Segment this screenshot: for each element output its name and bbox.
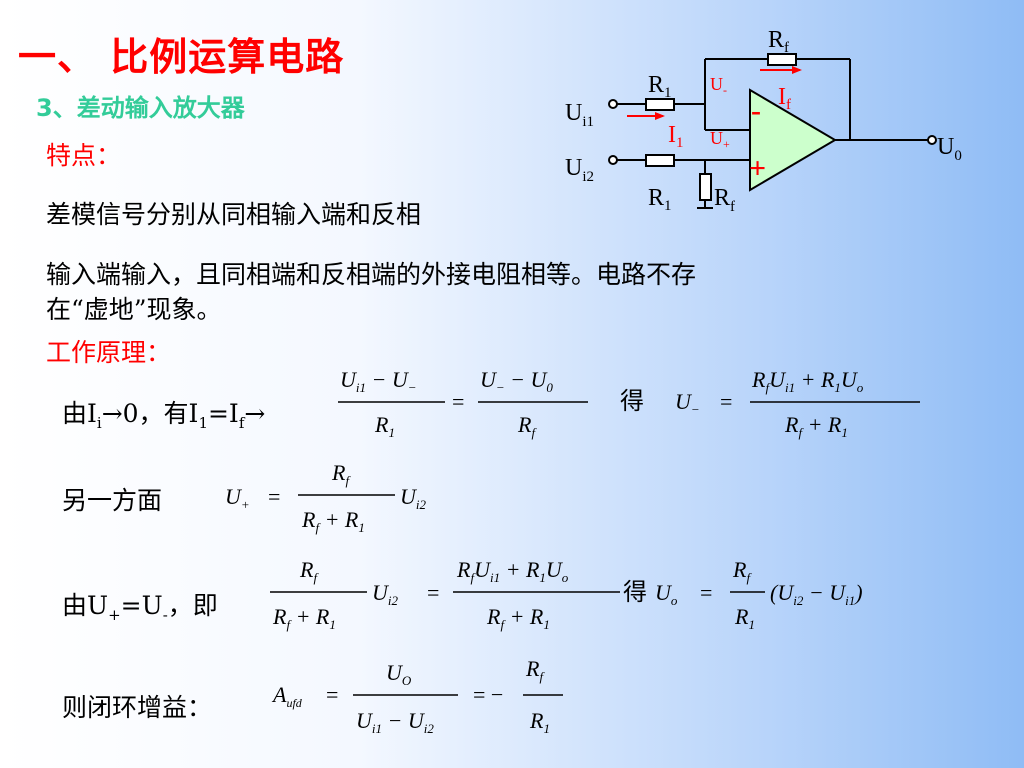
eq4-formula: Aufd = UO Ui1 − Ui2 = − Rf R1 bbox=[271, 656, 563, 736]
features-line-2: 输入端输入，且同相端和反相端的外接电阻相等。电路不存 bbox=[46, 260, 697, 289]
label-ui1: Ui1 bbox=[565, 100, 594, 130]
opamp-triangle bbox=[749, 88, 837, 192]
svg-text:=: = bbox=[720, 389, 732, 414]
svg-text:Rf: Rf bbox=[517, 412, 537, 440]
label-r1-top: R1 bbox=[648, 72, 672, 101]
label-i1: I1 bbox=[668, 122, 684, 151]
resistor-rf-top bbox=[767, 53, 797, 66]
label-if: If bbox=[778, 84, 791, 113]
svg-text:RfUi1 + R1Uo: RfUi1 + R1Uo bbox=[456, 557, 569, 585]
svg-text:U+: U+ bbox=[225, 484, 250, 512]
svg-text:Ui2: Ui2 bbox=[400, 484, 427, 512]
svg-text:RfUi1 + R1Uo: RfUi1 + R1Uo bbox=[751, 367, 864, 395]
svg-text:=: = bbox=[326, 682, 338, 707]
svg-text:Ui1 − U−: Ui1 − U− bbox=[340, 367, 417, 395]
svg-text:Rf + R1: Rf + R1 bbox=[486, 604, 550, 632]
ui1-terminal bbox=[608, 99, 618, 109]
svg-text:U− − U0: U− − U0 bbox=[480, 367, 553, 395]
features-line-3: 在“虚地”现象。 bbox=[46, 295, 222, 324]
diff-amp-circuit: Rf R1 U- If Ui1 I1 U+ U0 Ui2 R1 Rf - + bbox=[565, 27, 962, 215]
label-u-plus: U+ bbox=[710, 128, 730, 151]
u0-terminal bbox=[927, 135, 937, 145]
label-rf-bottom: Rf bbox=[714, 185, 735, 215]
resistor-rf-bottom bbox=[699, 173, 712, 201]
label-ui2: Ui2 bbox=[565, 155, 594, 185]
svg-text:= −: = − bbox=[473, 682, 503, 707]
eq4-prefix: 则闭环增益： bbox=[62, 693, 213, 722]
features-line-1: 差模信号分别从同相输入端和反相 bbox=[46, 200, 422, 229]
ui2-terminal bbox=[608, 155, 618, 165]
page-title: 一、 比例运算电路 bbox=[18, 35, 345, 79]
svg-text:Rf: Rf bbox=[299, 557, 319, 585]
resistor-r1-bottom bbox=[645, 154, 675, 167]
svg-text:Rf: Rf bbox=[732, 557, 752, 585]
eq3-prefix: 由U+=U-，即 bbox=[62, 591, 218, 624]
inverting-sign: - bbox=[751, 94, 761, 127]
svg-text:Uo: Uo bbox=[655, 580, 678, 608]
svg-text:得: 得 bbox=[620, 388, 644, 415]
section-subtitle: 3、差动输入放大器 bbox=[36, 94, 245, 122]
svg-text:=: = bbox=[452, 389, 464, 414]
svg-text:Ui2: Ui2 bbox=[372, 580, 399, 608]
features-heading: 特点： bbox=[46, 141, 122, 170]
eq2-prefix: 另一方面 bbox=[62, 486, 163, 515]
eq3-formula: Rf Rf + R1 Ui2 = RfUi1 + R1Uo Rf + R1 得 … bbox=[270, 557, 863, 632]
svg-text:Aufd: Aufd bbox=[271, 682, 303, 710]
svg-text:U−: U− bbox=[675, 389, 700, 417]
eq1-prefix: 由Ii→0，有I1=If→ bbox=[62, 399, 266, 432]
principle-heading: 工作原理： bbox=[46, 338, 172, 367]
svg-text:Rf: Rf bbox=[331, 460, 351, 488]
svg-text:(Ui2 − Ui1): (Ui2 − Ui1) bbox=[770, 580, 863, 608]
svg-text:=: = bbox=[700, 580, 712, 605]
label-rf-top: Rf bbox=[768, 27, 789, 56]
svg-text:Ui1 − Ui2: Ui1 − Ui2 bbox=[356, 708, 434, 736]
resistor-r1-top bbox=[645, 98, 675, 111]
svg-text:R1: R1 bbox=[374, 412, 395, 440]
svg-text:=: = bbox=[268, 484, 280, 509]
noninverting-sign: + bbox=[749, 152, 766, 185]
label-r1-bottom: R1 bbox=[648, 185, 672, 214]
eq2-formula: U+ = Rf Rf + R1 Ui2 bbox=[225, 460, 427, 535]
svg-text:R1: R1 bbox=[529, 708, 550, 736]
svg-text:UO: UO bbox=[386, 660, 412, 688]
svg-text:Rf + R1: Rf + R1 bbox=[301, 507, 365, 535]
svg-text:Rf: Rf bbox=[525, 656, 545, 684]
svg-text:=: = bbox=[427, 580, 439, 605]
svg-text:得: 得 bbox=[623, 579, 647, 606]
eq1-formula: Ui1 − U− R1 = U− − U0 Rf 得 U− = RfUi1 + … bbox=[338, 367, 920, 440]
svg-text:R1: R1 bbox=[734, 604, 755, 632]
svg-text:Rf + R1: Rf + R1 bbox=[784, 412, 848, 440]
svg-text:Rf + R1: Rf + R1 bbox=[272, 604, 336, 632]
label-u-minus: U- bbox=[710, 74, 727, 97]
label-u0: U0 bbox=[937, 134, 962, 164]
